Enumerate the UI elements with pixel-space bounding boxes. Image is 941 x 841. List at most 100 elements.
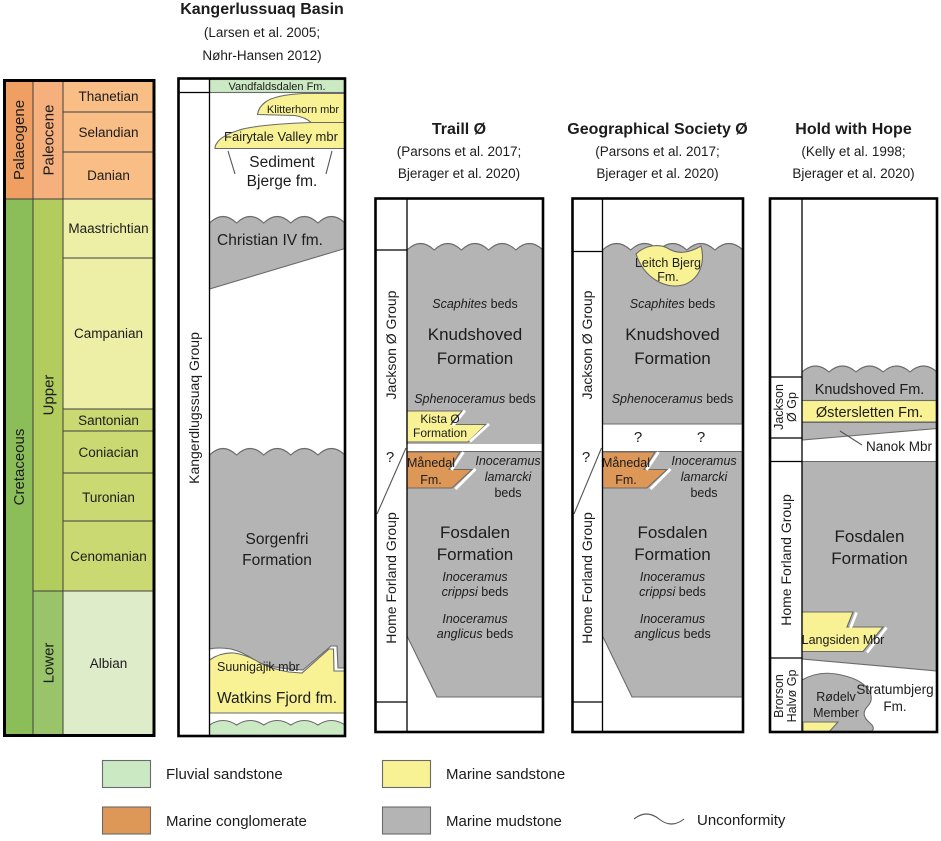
legend: Fluvial sandstone Marine conglomerate Ma… — [101, 759, 786, 835]
column-ref2-kangerlussuaq: Nøhr-Hansen 2012) — [202, 48, 321, 63]
column-ref2-traill: Bjerager et al. 2020) — [398, 166, 520, 181]
stage-cell-cenomanian — [62, 520, 155, 592]
legend-swatch-marine-mudstone — [381, 806, 432, 835]
label-kista-1: Kista Ø — [420, 412, 459, 426]
unit-knudshoved-fm-hwh — [801, 365, 938, 402]
label-knudshoved-1-traill: Knudshoved — [428, 325, 523, 344]
label-kangerdlugssuaq-group: Kangerdlugssuaq Group — [186, 332, 202, 484]
column-ref1-kangerlussuaq: (Larsen et al. 2005; — [204, 25, 320, 40]
stage-cell-thanetian — [62, 80, 155, 113]
manedal-slit-1-traill — [450, 451, 465, 471]
stage-label-thanetian: Thanetian — [78, 89, 138, 104]
gso-column: Geographical Society Ø (Parsons et al. 2… — [567, 121, 748, 734]
legend-label-marine-conglomerate: Marine conglomerate — [166, 813, 307, 830]
label-knudshoved-hwh: Knudshoved Fm. — [815, 382, 925, 398]
label-brorson-2: Halvø Gp — [785, 670, 799, 723]
unconformity-wave-icon — [633, 813, 685, 825]
label-jackson-gp-2-hwh: Ø Gp — [785, 392, 799, 422]
question-mark-traill: ? — [386, 449, 394, 466]
stage-label-selandian: Selandian — [78, 125, 138, 140]
traill-column: Traill Ø (Parsons et al. 2017; Bjerager … — [374, 121, 545, 734]
epoch-label-paleocene: Paleocene — [41, 105, 58, 176]
label-leitch-2: Fm. — [657, 270, 679, 284]
unit-fairytale-valley-mbr — [214, 121, 346, 150]
legend-swatch-marine-conglomerate — [101, 806, 152, 835]
epoch-label-lower: Lower — [41, 643, 58, 684]
column-ref2-hwh: Bjerager et al. 2020) — [792, 166, 914, 181]
period-cell-palaeogene — [4, 80, 34, 200]
column-ref1-hwh: (Kelly et al. 1998; — [801, 144, 905, 159]
label-sorgenfri-1: Sorgenfri — [246, 531, 309, 548]
label-christian-iv: Christian IV fm. — [217, 232, 323, 249]
chrono-column: Palaeogene Cretaceous Paleocene Upper Lo… — [3, 79, 156, 737]
stage-cell-campanian — [62, 257, 155, 410]
label-stratumbjerg-1: Stratumbjerg — [856, 682, 933, 697]
label-stratumbjerg-2: Fm. — [883, 699, 906, 714]
label-fosdalen-1-hwh: Fosdalen — [835, 527, 905, 546]
label-fosdalen-1-gso: Fosdalen — [638, 523, 708, 542]
question-mark-strip-gso: ? — [582, 449, 590, 466]
question-mark-band-right-gso: ? — [697, 429, 705, 446]
nanok-pointer-line — [839, 430, 863, 446]
unit-rodelv-member — [801, 672, 874, 733]
label-anglicus-1-traill: Inoceramus — [442, 612, 507, 626]
label-jackson-gp-1-hwh: Jackson — [772, 384, 786, 430]
label-watkins-fjord: Watkins Fjord fm. — [217, 690, 337, 707]
uncertain-boundary-line-gso — [573, 447, 603, 515]
label-brorson-1: Brorson — [772, 674, 786, 718]
period-label-cretaceous: Cretaceous — [11, 429, 28, 506]
chrono-border — [3, 79, 156, 737]
label-knudshoved-2-gso: Formation — [634, 349, 711, 368]
kista-unconformity-slit-1 — [451, 409, 467, 427]
label-fosdalen-1-traill: Fosdalen — [440, 523, 510, 542]
kangerlussuaq-column: Kangerlussuaq Basin (Larsen et al. 2005;… — [177, 1, 347, 738]
stage-cell-danian — [62, 151, 155, 200]
label-lamarcki-2-traill: lamarcki — [485, 470, 533, 484]
period-cell-cretaceous — [4, 198, 34, 736]
label-fosdalen-2-traill: Formation — [437, 545, 514, 564]
stage-cell-turonian — [62, 472, 155, 522]
label-vandfaldsdalen: Vandfaldsdalen Fm. — [228, 81, 325, 93]
label-crippsi-1-traill: Inoceramus — [442, 570, 507, 584]
label-nanok: Nanok Mbr — [866, 439, 933, 454]
legend-label-marine-mudstone: Marine mudstone — [446, 813, 562, 830]
hiatus-band-traill — [407, 443, 543, 451]
unit-basal-fluvial-strip — [208, 719, 346, 737]
unit-knudshoved-formation-gso — [601, 242, 744, 425]
legend-label-marine-sandstone: Marine sandstone — [446, 766, 565, 783]
manedal-slit-1-gso — [645, 451, 660, 471]
column-title-kangerlussuaq: Kangerlussuaq Basin — [180, 1, 344, 18]
label-fairytale: Fairytale Valley mbr — [224, 129, 339, 144]
label-klitterhorn: Klitterhorn mbr — [267, 104, 339, 116]
label-sphenoceramus-beds-traill: Sphenoceramus beds — [414, 392, 536, 406]
label-home-forland-traill: Home Forland Group — [383, 512, 399, 644]
stage-label-albian: Albian — [90, 656, 128, 671]
unit-christian-iv-fm — [208, 215, 346, 290]
label-rodelv-2: Member — [813, 706, 859, 720]
kangerlussuaq-border — [177, 77, 347, 738]
stage-cell-albian — [62, 590, 155, 736]
stage-label-maastrichtian: Maastrichtian — [68, 221, 148, 236]
stage-label-turonian: Turonian — [82, 490, 135, 505]
column-title-gso: Geographical Society Ø — [567, 121, 748, 138]
stage-label-santonian: Santonian — [78, 413, 139, 428]
label-home-forland-hwh: Home Forland Group — [778, 494, 794, 626]
stage-label-coniacian: Coniacian — [78, 445, 138, 460]
kista-unconformity-slit-2 — [469, 422, 490, 443]
label-langsiden: Langsiden Mbr — [802, 633, 885, 647]
gso-border — [571, 197, 745, 734]
legend-swatch-fluvial-sandstone — [101, 759, 152, 789]
label-knudshoved-2-traill: Formation — [437, 349, 514, 368]
sediment-bjerge-bracket-left — [227, 150, 236, 175]
label-sorgenfri-2: Formation — [242, 552, 312, 569]
label-fosdalen-2-hwh: Formation — [831, 549, 908, 568]
unit-sorgenfri-formation — [208, 447, 346, 671]
label-leitch-1: Leitch Bjerg — [635, 256, 701, 270]
label-jackson-group-traill: Jackson Ø Group — [383, 290, 399, 399]
label-crippsi-2-traill: crippsi beds — [442, 585, 509, 599]
legend-label-unconformity: Unconformity — [697, 812, 786, 829]
label-manedal-1-gso: Månedal — [602, 456, 650, 470]
epoch-label-upper: Upper — [41, 375, 58, 416]
